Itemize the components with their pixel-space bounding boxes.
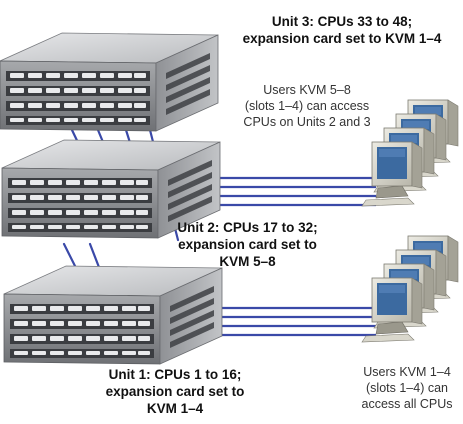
users-kvm-1-4-label-line: Users KVM 1–4 — [363, 365, 451, 379]
unit-1-label-line: Unit 1: CPUs 1 to 16; — [108, 367, 242, 382]
unit-1-label-line: KVM 1–4 — [146, 401, 204, 416]
chassis-unit-3 — [0, 32, 219, 132]
unit-2-label-line: KVM 5–8 — [219, 254, 276, 269]
workstation-icon — [361, 277, 423, 343]
unit-2-label-line: expansion card set to — [178, 237, 317, 252]
workstation-group-users-kvm-1-4 — [361, 235, 459, 343]
users-kvm-5-8-label-line: (slots 1–4) can access — [244, 99, 370, 113]
chassis-unit-1 — [3, 265, 223, 365]
unit-3-label: Unit 3: CPUs 33 to 48; expansion card se… — [226, 13, 458, 47]
users-kvm-5-8-label: Users KVM 5–8 (slots 1–4) can access CPU… — [232, 82, 382, 130]
users-kvm-1-4-label-line: (slots 1–4) can — [366, 381, 448, 395]
users-kvm-5-8-label-line: CPUs on Units 2 and 3 — [243, 115, 371, 129]
unit-1-label: Unit 1: CPUs 1 to 16; expansion card set… — [75, 366, 275, 417]
unit-3-label-line: Unit 3: CPUs 33 to 48; — [271, 14, 413, 29]
users-kvm-5-8-label-line: Users KVM 5–8 — [263, 83, 351, 97]
unit-2-label-line: Unit 2: CPUs 17 to 32; — [177, 220, 318, 235]
unit-1-label-line: expansion card set to — [105, 384, 245, 399]
unit-2-label: Unit 2: CPUs 17 to 32; expansion card se… — [155, 219, 340, 270]
unit-3-label-line: expansion card set to KVM 1–4 — [242, 31, 442, 46]
users-kvm-1-4-label: Users KVM 1–4 (slots 1–4) can access all… — [352, 364, 462, 412]
users-kvm-1-4-label-line: access all CPUs — [361, 397, 453, 411]
